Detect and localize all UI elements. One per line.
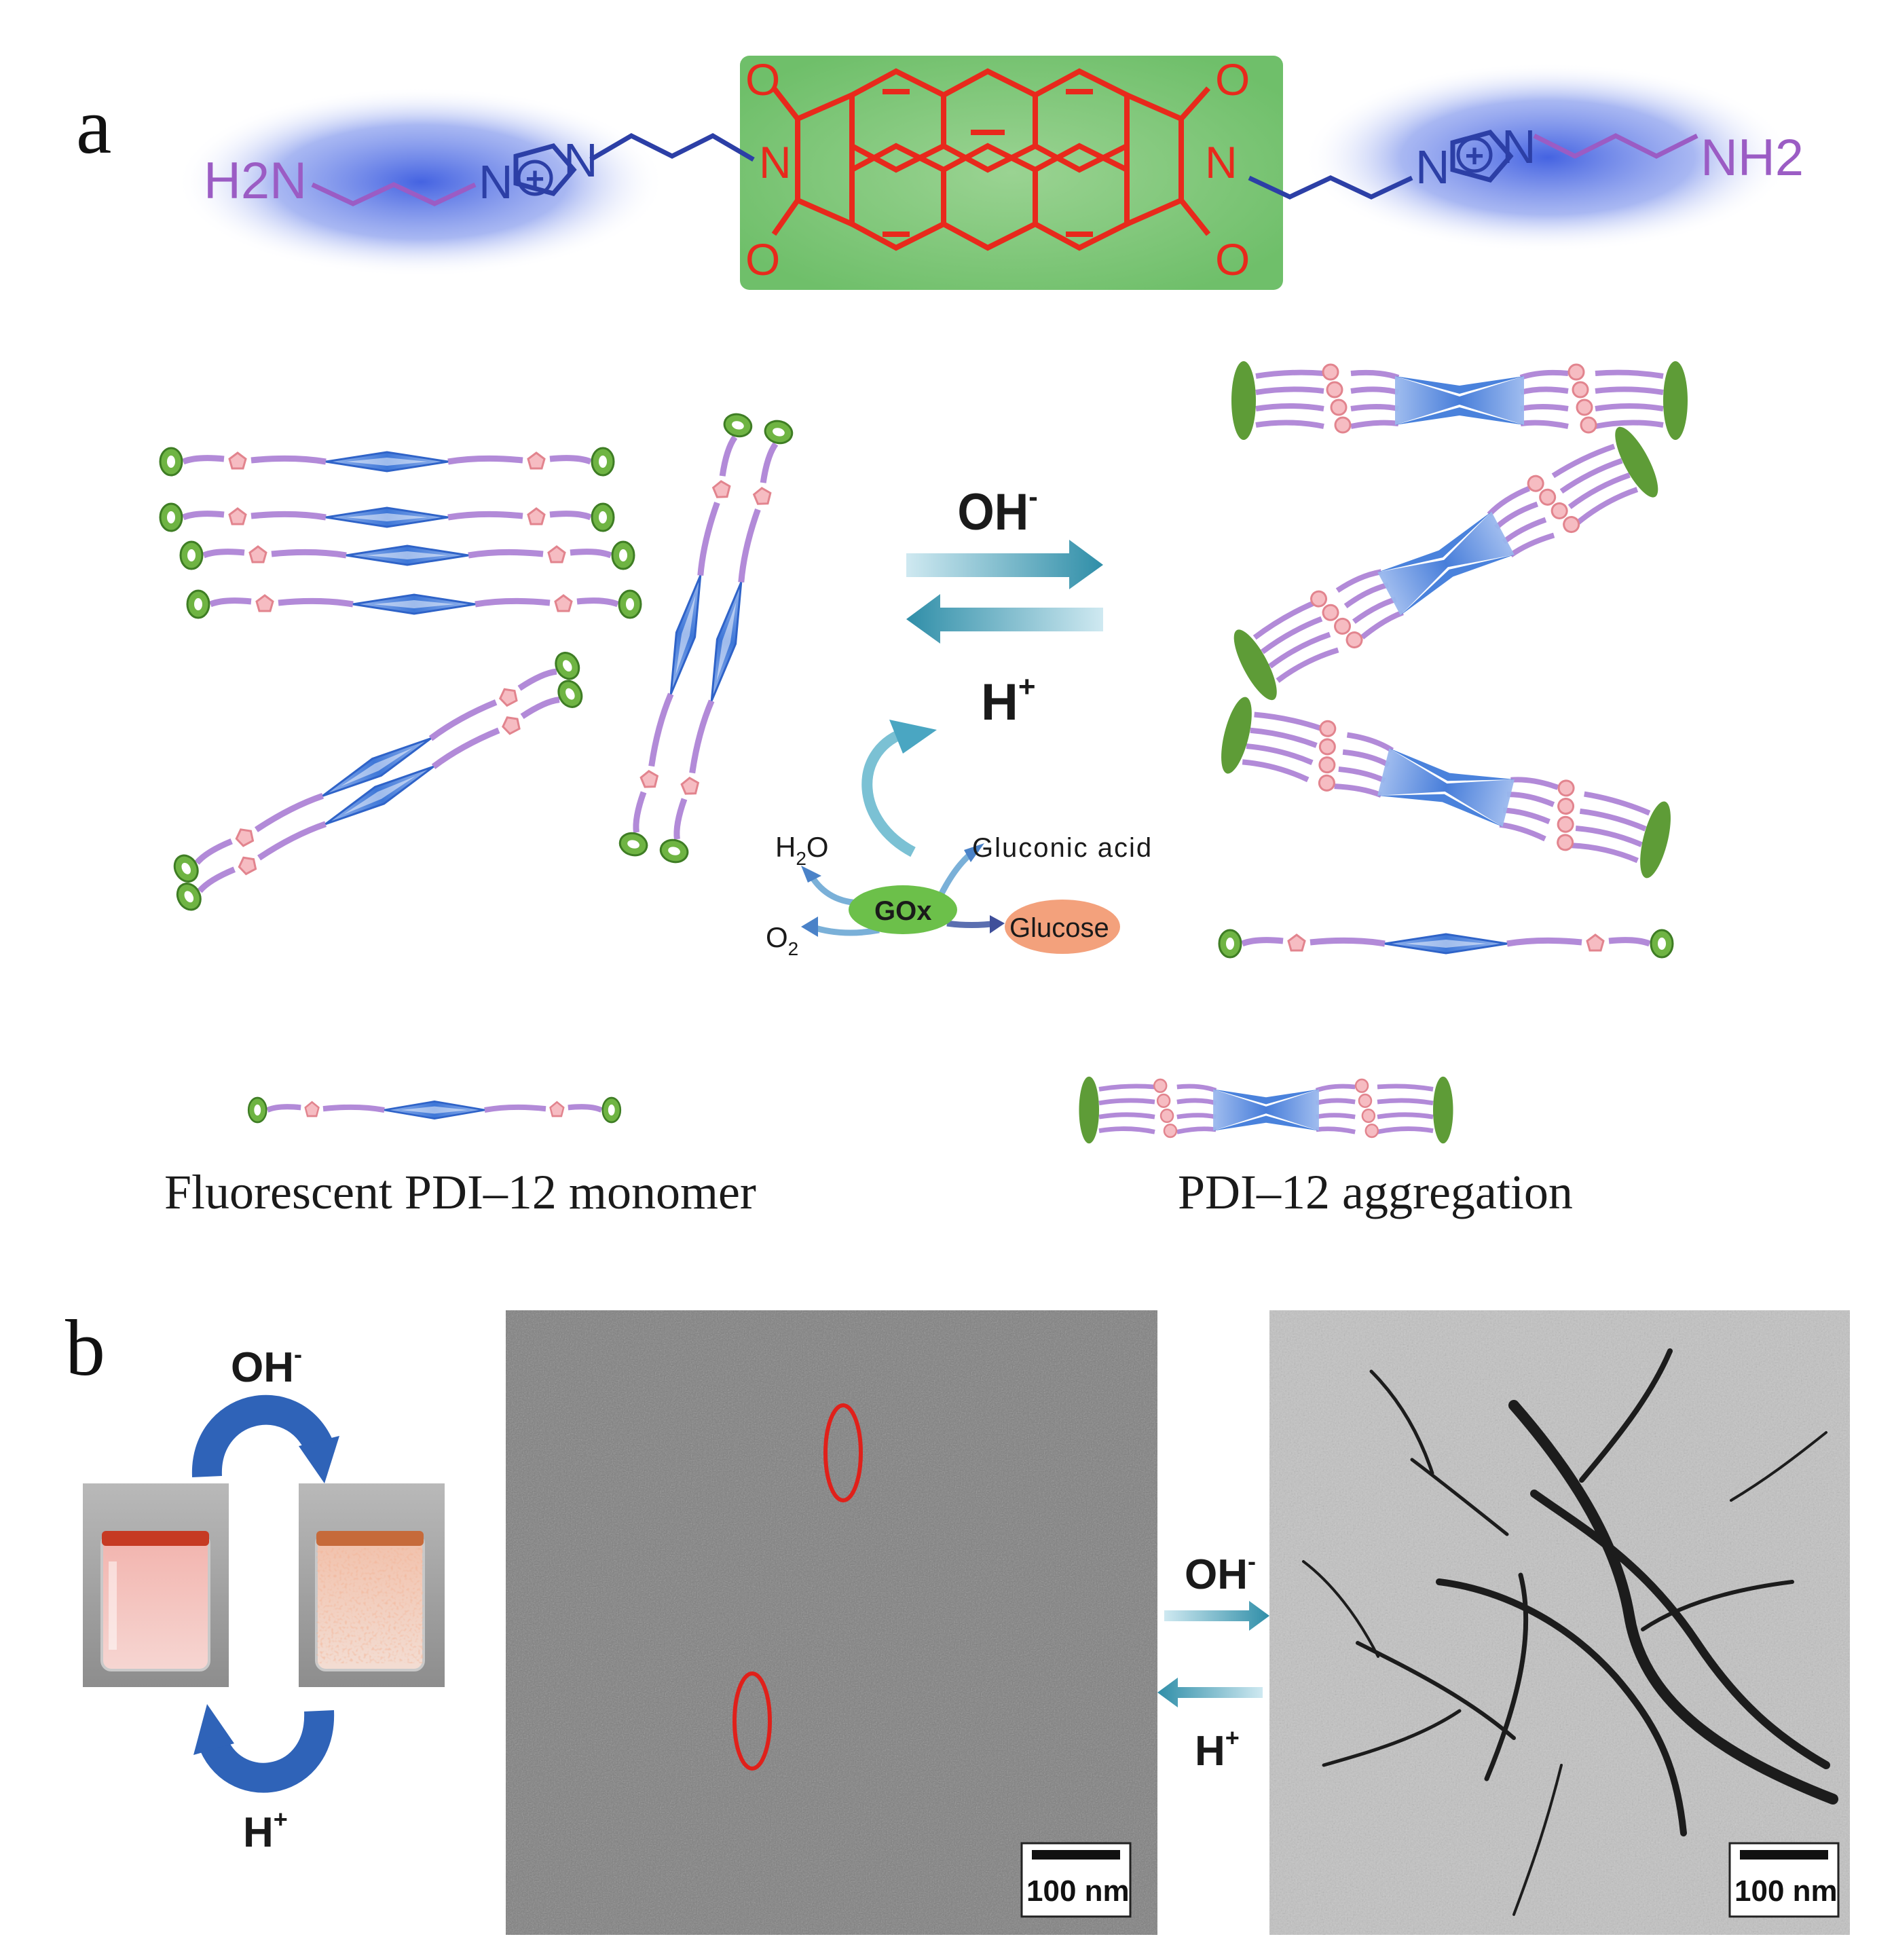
forward-reagent: OH- bbox=[957, 479, 1037, 540]
vial-photo-monomer bbox=[83, 1483, 229, 1687]
legend-monomer-icon bbox=[248, 1098, 620, 1122]
scale-label-right: 100 nm bbox=[1734, 1874, 1838, 1908]
scale-bar bbox=[1740, 1850, 1828, 1860]
gox-label: GOx bbox=[874, 896, 931, 926]
core-oxygen-bl: O bbox=[745, 234, 780, 284]
right-charge: + bbox=[1465, 138, 1484, 174]
caption-aggregation: PDI–12 aggregation bbox=[1178, 1165, 1573, 1219]
monomer-marker bbox=[732, 1671, 772, 1771]
vial-photo-aggregate bbox=[299, 1483, 445, 1687]
panel-b-label: b bbox=[65, 1303, 105, 1392]
glucose-label: Glucose bbox=[1009, 913, 1109, 943]
monomer-marker bbox=[823, 1403, 863, 1502]
right-imidazolium-n1: N bbox=[1415, 141, 1450, 193]
vial-arrows bbox=[191, 1394, 339, 1793]
monomer-strand bbox=[170, 649, 584, 886]
gluconic-acid-label: Gluconic acid bbox=[972, 833, 1153, 863]
tem-image-monomer bbox=[506, 1310, 1157, 1935]
vial-reverse-reagent: H+ bbox=[243, 1805, 288, 1856]
aggregate-bundle bbox=[1226, 422, 1666, 705]
equilibrium-arrows bbox=[906, 540, 1103, 644]
fiber-network bbox=[1302, 1348, 1838, 1916]
perylene-core bbox=[771, 68, 1211, 251]
monomer-cluster bbox=[160, 411, 794, 914]
caption-monomer: Fluorescent PDI–12 monomer bbox=[164, 1165, 756, 1219]
right-imidazolium-n2: N bbox=[1502, 120, 1536, 173]
water-label: H2O bbox=[775, 831, 829, 869]
monomer-strand bbox=[160, 448, 614, 475]
tem-image-aggregate bbox=[1269, 1310, 1850, 1935]
tem-reverse-reagent: H+ bbox=[1195, 1724, 1240, 1775]
right-amine: NH2 bbox=[1701, 129, 1804, 187]
glucose-bubble bbox=[1005, 900, 1120, 954]
left-amine: H2N bbox=[204, 152, 307, 210]
core-background bbox=[740, 56, 1283, 290]
oxygen-label: O2 bbox=[766, 921, 798, 959]
core-nitrogen-l: N bbox=[759, 137, 792, 187]
left-imidazolium-n2: N bbox=[563, 134, 598, 187]
monomer-strand bbox=[181, 542, 634, 569]
left-imidazolium-n1: N bbox=[479, 155, 513, 208]
tem-arrows bbox=[1157, 1601, 1269, 1707]
panel-a-label: a bbox=[76, 81, 111, 170]
left-side-chain bbox=[311, 133, 755, 206]
aggregate-cluster bbox=[1215, 361, 1688, 957]
tem-forward-reagent: OH- bbox=[1185, 1547, 1256, 1598]
left-charge-ring bbox=[517, 160, 553, 196]
scale-label-left: 100 nm bbox=[1026, 1874, 1130, 1908]
gox-cycle bbox=[801, 720, 1120, 954]
vial-forward-reagent: OH- bbox=[231, 1340, 302, 1391]
left-halo bbox=[177, 87, 665, 277]
right-halo bbox=[1303, 62, 1792, 253]
core-nitrogen-r: N bbox=[1205, 137, 1238, 187]
right-side-chain bbox=[1248, 130, 1698, 200]
monomer-strand bbox=[173, 677, 587, 914]
aggregate-bundle bbox=[1215, 694, 1677, 881]
left-charge: + bbox=[525, 162, 544, 198]
right-charge-ring bbox=[1456, 136, 1493, 173]
monomer-strand bbox=[160, 504, 614, 531]
monomer-strand bbox=[1219, 930, 1673, 957]
legend-aggregate-icon bbox=[1079, 1077, 1453, 1144]
reverse-reagent: H+ bbox=[981, 670, 1036, 731]
core-oxygen-tl: O bbox=[745, 54, 780, 105]
monomer-strand bbox=[187, 591, 641, 618]
core-oxygen-br: O bbox=[1215, 234, 1250, 284]
core-oxygen-tr: O bbox=[1215, 54, 1250, 105]
gox-enzyme bbox=[849, 885, 957, 934]
scale-bar bbox=[1032, 1850, 1120, 1860]
